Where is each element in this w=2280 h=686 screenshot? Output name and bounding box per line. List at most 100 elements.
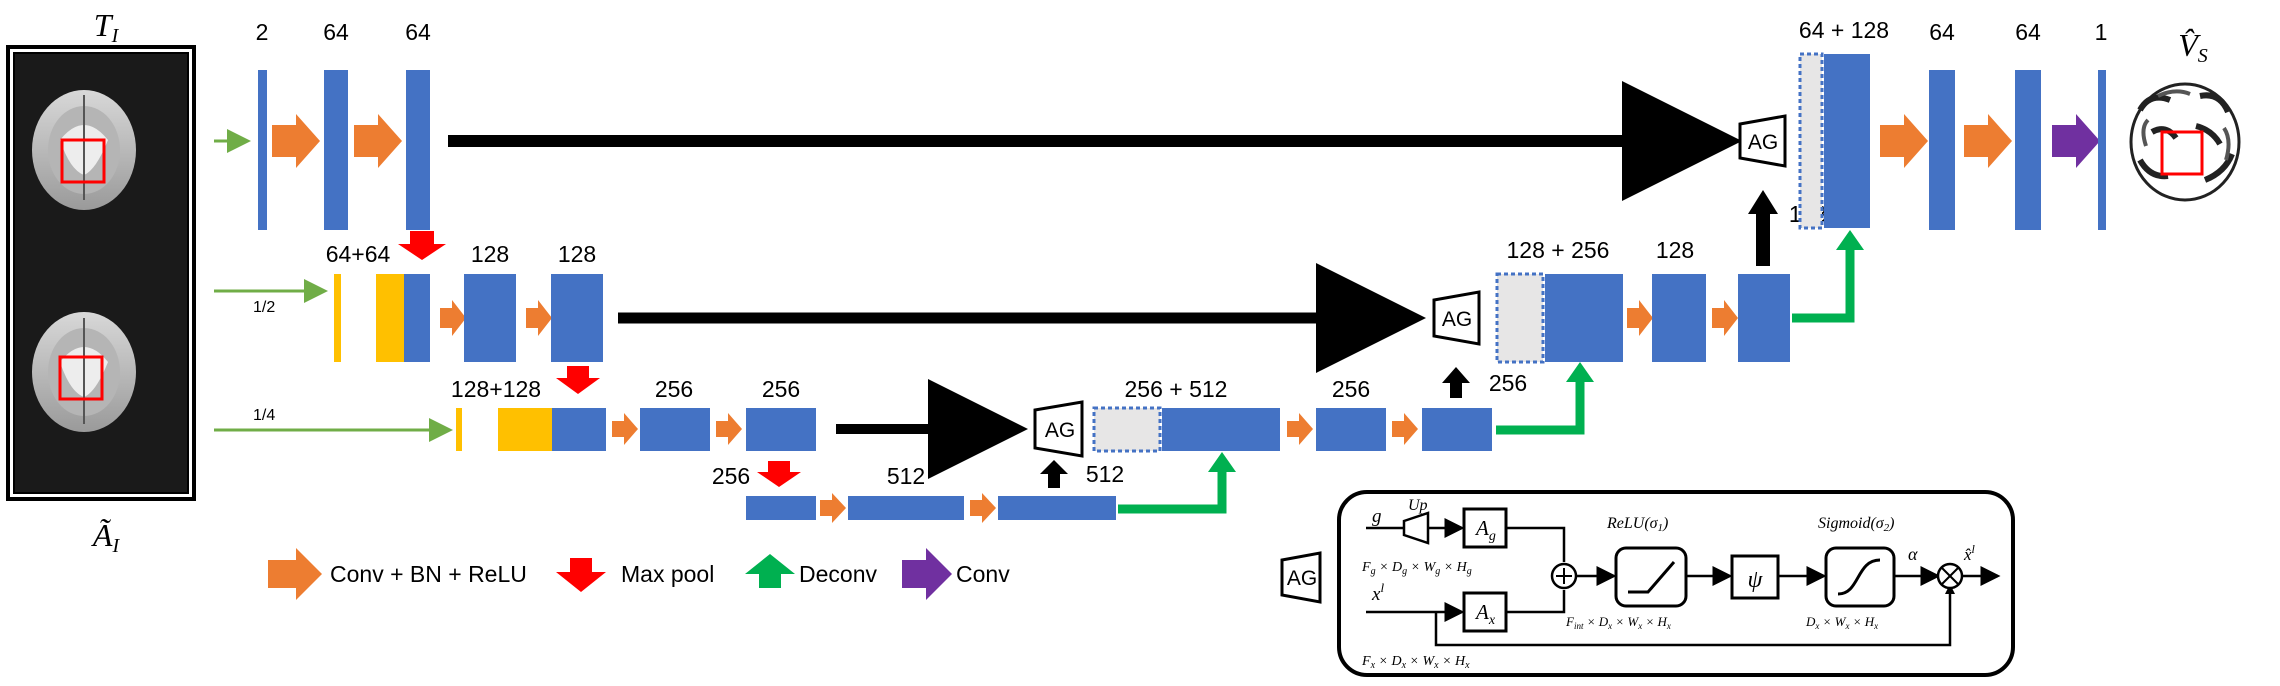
feature-map	[2015, 70, 2041, 230]
conv-arrow	[1287, 413, 1313, 445]
encoder-level3: 128+128 256 256	[451, 376, 816, 451]
sigmoid-block	[1824, 546, 1896, 608]
conv-arrow	[1880, 114, 1928, 168]
channel-label: 256	[762, 376, 800, 402]
output-label: V̂S	[2178, 27, 2208, 67]
svg-text:ψ: ψ	[1748, 567, 1764, 593]
encoder-level1: 2 64 64	[256, 19, 431, 230]
upsample-block	[1402, 511, 1430, 545]
skip-connections	[448, 81, 1742, 479]
decoder-level1: 64 + 128 64 64 1	[1798, 17, 2108, 230]
channel-label: 256 + 512	[1125, 376, 1228, 402]
channel-label: 64	[1929, 19, 1955, 45]
attention-gate-level2: AG	[1432, 290, 1481, 346]
brain-segmentation-image	[2129, 82, 2241, 202]
gating-arrow	[1442, 367, 1470, 398]
feature-map	[1162, 408, 1280, 451]
decoder-level2: 128 + 256 128 128	[1495, 190, 1827, 364]
conv-arrow	[1964, 114, 2012, 168]
channel-label: 128	[1656, 237, 1694, 263]
input-top-label: TI	[94, 7, 120, 47]
feature-map	[406, 70, 430, 230]
max-pool-arrow	[757, 461, 801, 487]
legend-conv-label: Conv	[956, 561, 1010, 587]
relu-block	[1614, 546, 1688, 608]
int-dims: Fint × Dx × Wx × Hx	[1565, 614, 1671, 631]
attention-gate-level3: AG	[1033, 400, 1084, 458]
attention-feature-map	[1092, 406, 1162, 453]
feature-map	[456, 408, 462, 451]
input-lines: 1/2 1/4	[214, 129, 453, 442]
scale-half-label: 1/2	[253, 299, 275, 316]
feature-map	[551, 274, 603, 362]
channel-label: 512	[1086, 461, 1124, 487]
feature-map	[998, 496, 1116, 520]
conv-arrow	[354, 114, 402, 168]
conv-arrow	[970, 493, 996, 523]
sigmoid-label: Sigmoid(σ2)	[1818, 515, 1895, 534]
input-bottom-label: ÃI	[91, 517, 121, 557]
g-dims: Fg × Dg × Wg × Hg	[1361, 560, 1472, 577]
svg-text:AG: AG	[1748, 131, 1778, 154]
legend-conv-icon	[902, 548, 952, 600]
feature-map	[746, 408, 816, 451]
channel-label: 128	[558, 241, 596, 267]
channel-label: 64	[323, 19, 349, 45]
g-symbol: g	[1372, 506, 1382, 527]
conv-arrow	[716, 413, 742, 445]
legend: Conv + BN + ReLU Max pool Deconv Conv	[268, 548, 1010, 600]
feature-map	[258, 70, 267, 230]
feature-map	[1738, 274, 1790, 362]
encoder-level4: 256 512 512	[712, 460, 1124, 523]
feature-map	[1316, 408, 1386, 451]
feature-map	[1545, 274, 1623, 362]
gating-arrow	[1040, 460, 1068, 488]
brain-image-bottom	[32, 312, 136, 432]
brain-image-top	[32, 90, 136, 210]
channel-label: 512	[887, 463, 925, 489]
attention-feature-map	[1495, 272, 1545, 364]
feature-map	[376, 274, 404, 362]
feature-map	[498, 408, 552, 451]
svg-text:AG: AG	[1287, 567, 1317, 590]
deconv-arrows	[1118, 230, 1864, 514]
max-pool-arrow	[398, 231, 446, 260]
channel-label: 128+128	[451, 376, 541, 402]
channel-label: 128 + 256	[1507, 237, 1610, 263]
up-label: Up	[1408, 497, 1428, 514]
att-dims: Dx × Wx × Hx	[1805, 614, 1878, 631]
conv-arrow	[1392, 413, 1418, 445]
feature-map	[1422, 408, 1492, 451]
encoder-level2: 64+64 128 128	[326, 241, 603, 362]
legend-conv-bn-relu-label: Conv + BN + ReLU	[330, 561, 527, 587]
output-panel: V̂S	[2129, 27, 2241, 202]
svg-text:AG: AG	[1442, 308, 1472, 331]
Ag-block	[1462, 507, 1508, 549]
channel-label: 128	[471, 241, 509, 267]
channel-label: 1	[2095, 19, 2108, 45]
decoder-level3: 256 + 512 256 256	[1092, 367, 1527, 453]
feature-map	[552, 408, 606, 451]
relu-label: ReLU(σ1)	[1606, 515, 1668, 534]
legend-conv-bn-relu-icon	[268, 548, 322, 600]
x-dims: Fx × Dx × Wx × Hx	[1361, 654, 1470, 671]
feature-map	[1929, 70, 1955, 230]
conv-arrow	[612, 413, 638, 445]
channel-label: 2	[256, 19, 269, 45]
legend-deconv-icon	[745, 554, 795, 588]
legend-deconv-label: Deconv	[799, 561, 877, 587]
attention-gate-legend: AG	[1280, 551, 1322, 604]
legend-max-pool-label: Max pool	[621, 561, 714, 587]
feature-map	[404, 274, 430, 362]
attention-feature-map	[1798, 52, 1824, 230]
feature-map	[334, 274, 341, 362]
scale-quarter-label: 1/4	[253, 407, 275, 424]
feature-map	[848, 496, 964, 520]
conv-arrow	[1712, 300, 1738, 336]
feature-map	[640, 408, 710, 451]
feature-map	[324, 70, 348, 230]
channel-label: 64	[405, 19, 431, 45]
conv-arrow	[440, 300, 466, 336]
feature-map	[2098, 70, 2106, 230]
attention-gate-detail: g Up Ag Fg × Dg × Wg × Hg xl Ax Fx × Dx …	[1337, 490, 2015, 677]
